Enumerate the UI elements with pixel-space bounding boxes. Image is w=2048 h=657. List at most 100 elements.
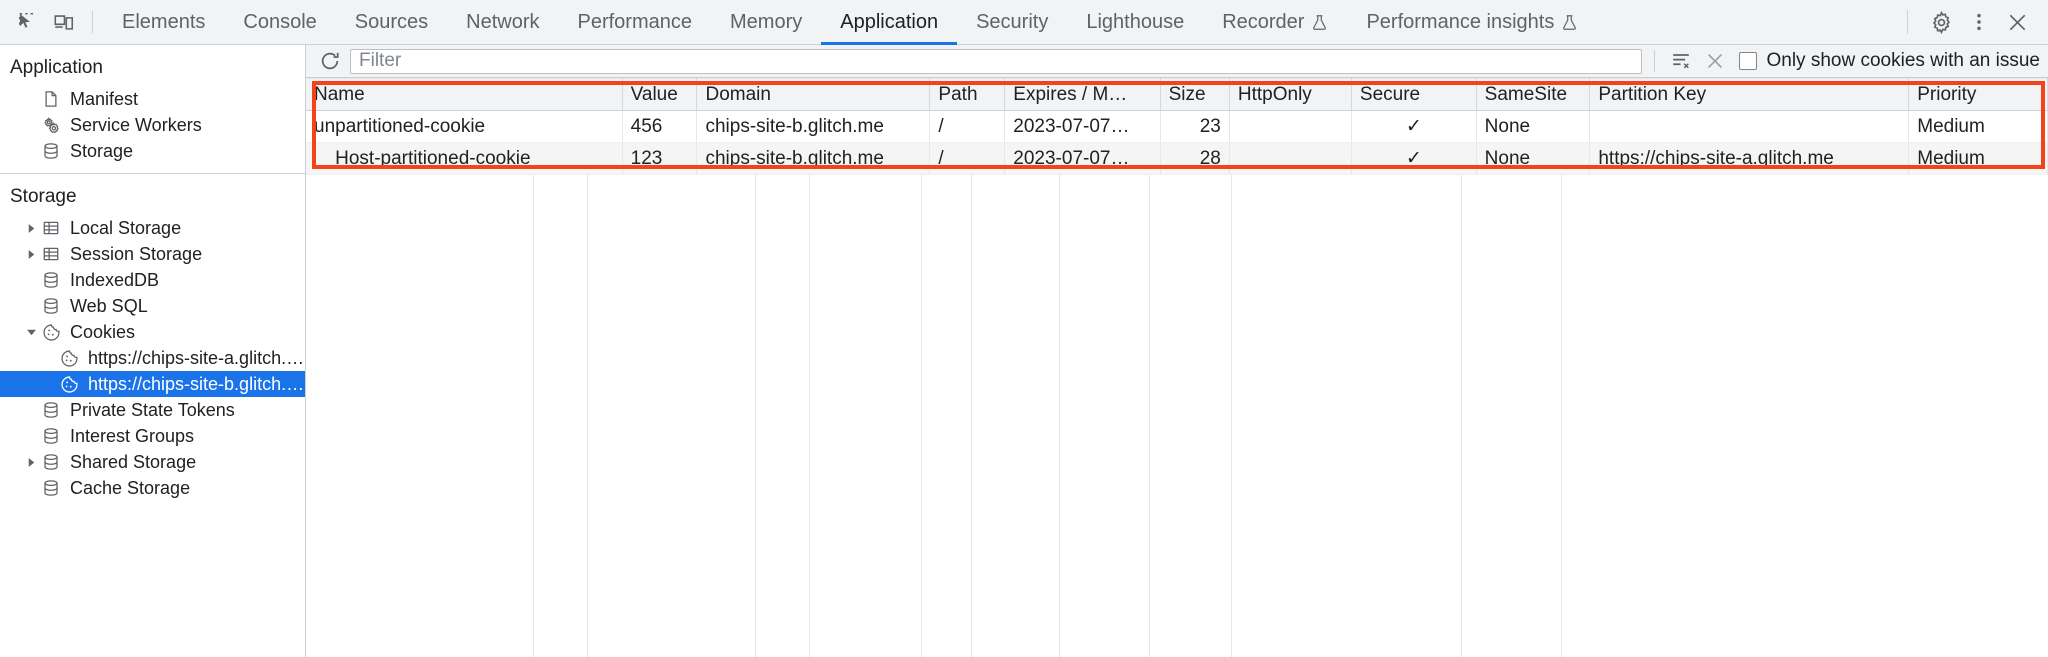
table-row[interactable]: unpartitioned-cookie 456 chips-site-b.gl… (306, 110, 2048, 143)
filler-col (756, 175, 810, 657)
cell-partition-key: https://chips-site-a.glitch.me (1589, 142, 1910, 175)
column-header-value[interactable]: Value (622, 78, 698, 111)
tab-security[interactable]: Security (957, 0, 1067, 45)
clear-filtered-icon[interactable] (1667, 48, 1695, 74)
cookies-table-header: Name Value Domain Path Expires / M… Size… (306, 78, 2048, 111)
table-row[interactable]: __Host-partitioned-cookie 123 chips-site… (306, 142, 2048, 175)
tab-sources[interactable]: Sources (336, 0, 447, 45)
table-header-row: Name Value Domain Path Expires / M… Size… (306, 78, 2048, 111)
database-icon (40, 297, 62, 315)
tab-console[interactable]: Console (224, 0, 335, 45)
toolbar-right-controls (1901, 6, 2036, 38)
sidebar-section-title-storage: Storage (10, 186, 77, 207)
column-header-domain[interactable]: Domain (696, 78, 931, 111)
cookies-table-wrap: Name Value Domain Path Expires / M… Size… (306, 78, 2048, 657)
device-toolbar-icon[interactable] (46, 6, 82, 38)
tab-lighthouse[interactable]: Lighthouse (1067, 0, 1203, 45)
filler-col (810, 175, 922, 657)
cookie-icon (58, 375, 80, 394)
cookie-icon (40, 323, 62, 342)
tab-network-label: Network (466, 10, 540, 33)
only-issues-checkbox-row[interactable]: Only show cookies with an issue (1739, 50, 2040, 72)
close-icon[interactable] (1998, 6, 2036, 38)
cell-size: 23 (1160, 110, 1230, 143)
filler-col (922, 175, 972, 657)
cell-secure: ✓ (1351, 142, 1477, 175)
refresh-icon[interactable] (316, 48, 344, 74)
column-header-secure[interactable]: Secure (1351, 78, 1477, 111)
devtools-body: Application Manifest (0, 45, 2048, 657)
chevron-right-icon[interactable] (22, 249, 40, 260)
application-sidebar: Application Manifest (0, 45, 306, 657)
cookies-filter-toolbar: Only show cookies with an issue (306, 45, 2048, 78)
tab-memory[interactable]: Memory (711, 0, 821, 45)
database-icon (40, 453, 62, 471)
column-header-expires[interactable]: Expires / M… (1004, 78, 1161, 111)
sidebar-item-label: Local Storage (70, 217, 182, 238)
chevron-down-icon[interactable] (22, 327, 40, 338)
inspect-element-icon[interactable] (10, 6, 46, 38)
cell-httponly (1229, 110, 1352, 143)
cell-expires: 2023-07-07… (1004, 110, 1161, 143)
table-empty-area (306, 175, 2048, 657)
experiment-flask-icon (1561, 14, 1578, 31)
sidebar-item-indexeddb[interactable]: IndexedDB (0, 267, 305, 293)
sidebar-item-interest-groups[interactable]: Interest Groups (0, 423, 305, 449)
cell-name: __Host-partitioned-cookie (306, 142, 623, 175)
cell-value: 456 (622, 110, 698, 143)
filler-col (1462, 175, 1562, 657)
cell-path: / (929, 142, 1006, 175)
sidebar-item-cache-storage[interactable]: Cache Storage (0, 475, 305, 501)
chevron-right-icon[interactable] (22, 223, 40, 234)
gear-icon[interactable] (1922, 6, 1960, 38)
devtools-toolbar: Elements Console Sources Network Perform… (0, 0, 2048, 45)
sidebar-item-label: Private State Tokens (70, 399, 235, 420)
toolbar-divider (92, 11, 93, 33)
database-icon (40, 401, 62, 419)
sidebar-item-web-sql[interactable]: Web SQL (0, 293, 305, 319)
sidebar-item-private-state-tokens[interactable]: Private State Tokens (0, 397, 305, 423)
sidebar-item-storage[interactable]: Storage (0, 138, 305, 164)
sidebar-item-local-storage[interactable]: Local Storage (0, 215, 305, 241)
sidebar-item-label: Manifest (70, 88, 139, 109)
filter-input[interactable] (350, 48, 1643, 74)
sidebar-item-label: Cache Storage (70, 477, 191, 498)
tab-application[interactable]: Application (821, 0, 957, 45)
sidebar-item-cookies-chips-site-a[interactable]: https://chips-site-a.glitch.me (0, 345, 305, 371)
sidebar-item-label: Web SQL (70, 295, 148, 316)
column-header-size[interactable]: Size (1160, 78, 1230, 111)
filler-col (1150, 175, 1232, 657)
sidebar-item-manifest[interactable]: Manifest (0, 86, 305, 112)
column-header-partition-key[interactable]: Partition Key (1589, 78, 1910, 111)
sidebar-item-shared-storage[interactable]: Shared Storage (0, 449, 305, 475)
only-issues-label: Only show cookies with an issue (1766, 50, 2040, 71)
sidebar-section-storage: Storage Local Storage (0, 173, 305, 510)
filler-col (306, 175, 534, 657)
cell-size: 28 (1160, 142, 1230, 175)
only-issues-checkbox[interactable] (1739, 52, 1758, 70)
clear-all-x-icon[interactable] (1701, 48, 1729, 74)
column-header-samesite[interactable]: SameSite (1476, 78, 1591, 111)
sidebar-item-service-workers[interactable]: Service Workers (0, 112, 305, 138)
cell-priority: Medium (1908, 142, 2048, 175)
tab-elements-label: Elements (122, 10, 206, 33)
cookie-icon (58, 349, 80, 368)
tab-recorder[interactable]: Recorder (1203, 0, 1347, 45)
tab-performance-insights[interactable]: Performance insights (1347, 0, 1597, 45)
column-header-name[interactable]: Name (306, 78, 623, 111)
sidebar-item-label: Interest Groups (70, 425, 195, 446)
sidebar-item-cookies-chips-site-b[interactable]: https://chips-site-b.glitch.me (0, 371, 305, 397)
tab-performance[interactable]: Performance (559, 0, 712, 45)
column-header-path[interactable]: Path (929, 78, 1006, 111)
tab-sources-label: Sources (354, 10, 429, 33)
cookies-table-body: unpartitioned-cookie 456 chips-site-b.gl… (306, 110, 2048, 175)
more-vertical-icon[interactable] (1960, 6, 1998, 38)
column-header-priority[interactable]: Priority (1908, 78, 2048, 111)
tab-elements[interactable]: Elements (103, 0, 224, 45)
chevron-right-icon[interactable] (22, 457, 40, 468)
tab-network[interactable]: Network (447, 0, 558, 45)
column-header-httponly[interactable]: HttpOnly (1229, 78, 1352, 111)
sidebar-item-session-storage[interactable]: Session Storage (0, 241, 305, 267)
sidebar-item-cookies[interactable]: Cookies (0, 319, 305, 345)
cell-samesite: None (1476, 110, 1591, 143)
